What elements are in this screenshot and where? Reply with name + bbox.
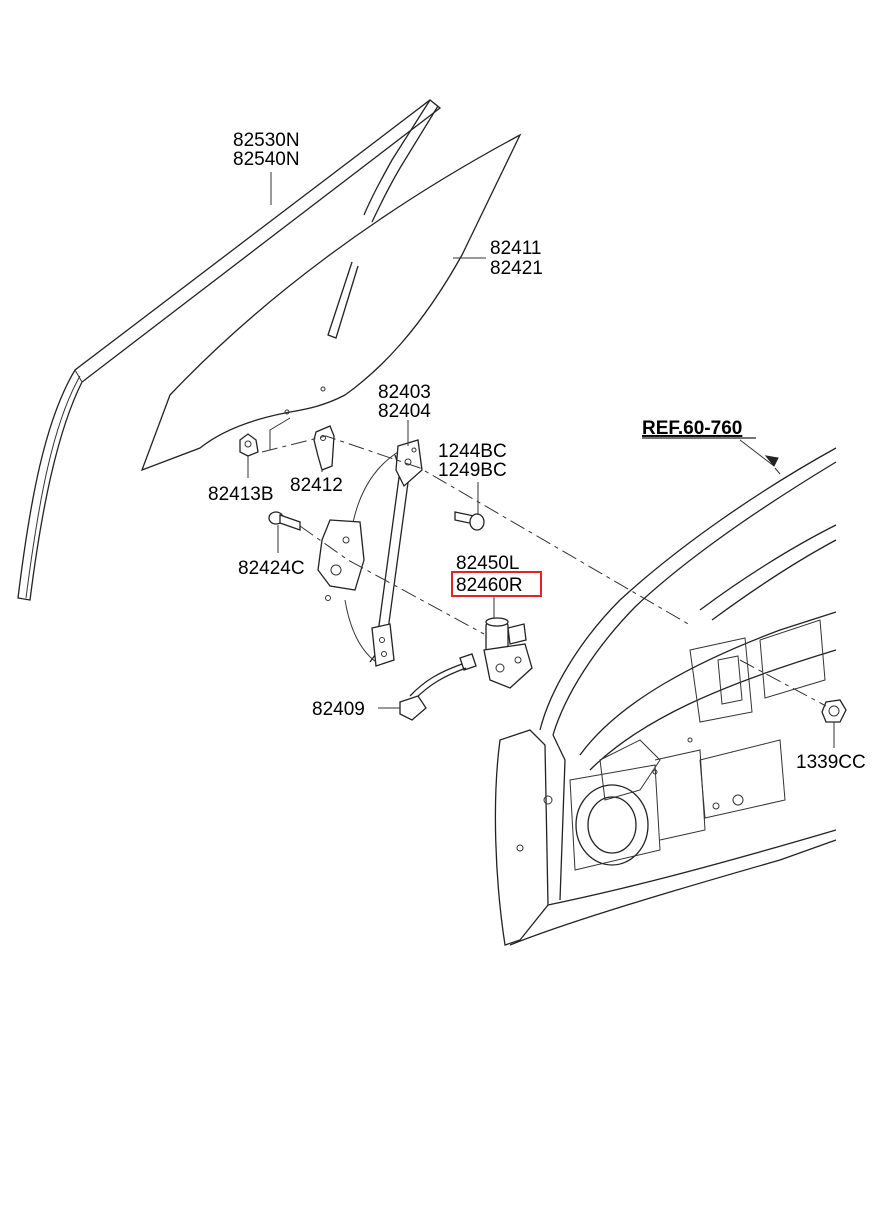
highlight-box	[451, 571, 542, 597]
label-82530n: 82530N	[233, 130, 300, 151]
label-ref-60-760: REF.60-760	[642, 418, 742, 439]
label-82424c: 82424C	[238, 558, 305, 579]
label-82412: 82412	[290, 475, 343, 496]
label-82540n: 82540N	[233, 149, 300, 170]
label-82413b: 82413B	[208, 484, 274, 505]
label-82409: 82409	[312, 699, 365, 720]
leader-lines	[247, 172, 835, 748]
glass-clip	[239, 417, 291, 457]
label-82403: 82403	[378, 382, 431, 403]
window-regulator	[317, 439, 423, 667]
label-82411: 82411	[490, 238, 541, 259]
label-82450l: 82450L	[456, 553, 519, 574]
door-body	[494, 447, 837, 946]
label-1339cc: 1339CC	[796, 752, 866, 773]
bolt-82424c	[268, 511, 301, 531]
glass-holder	[313, 425, 335, 471]
motor-connector	[399, 653, 477, 721]
nut-1339cc	[821, 699, 847, 723]
label-1249bc: 1249BC	[438, 460, 507, 481]
door-glass	[140, 133, 522, 472]
bolt-1244bc	[454, 511, 485, 531]
label-82421: 82421	[490, 258, 543, 279]
assembly-lines	[261, 435, 827, 707]
label-82404: 82404	[378, 401, 431, 422]
glass-run-channel	[17, 99, 442, 601]
label-1244bc: 1244BC	[438, 441, 507, 462]
regulator-motor	[483, 617, 533, 689]
label-82460r: 82460R	[456, 575, 523, 596]
